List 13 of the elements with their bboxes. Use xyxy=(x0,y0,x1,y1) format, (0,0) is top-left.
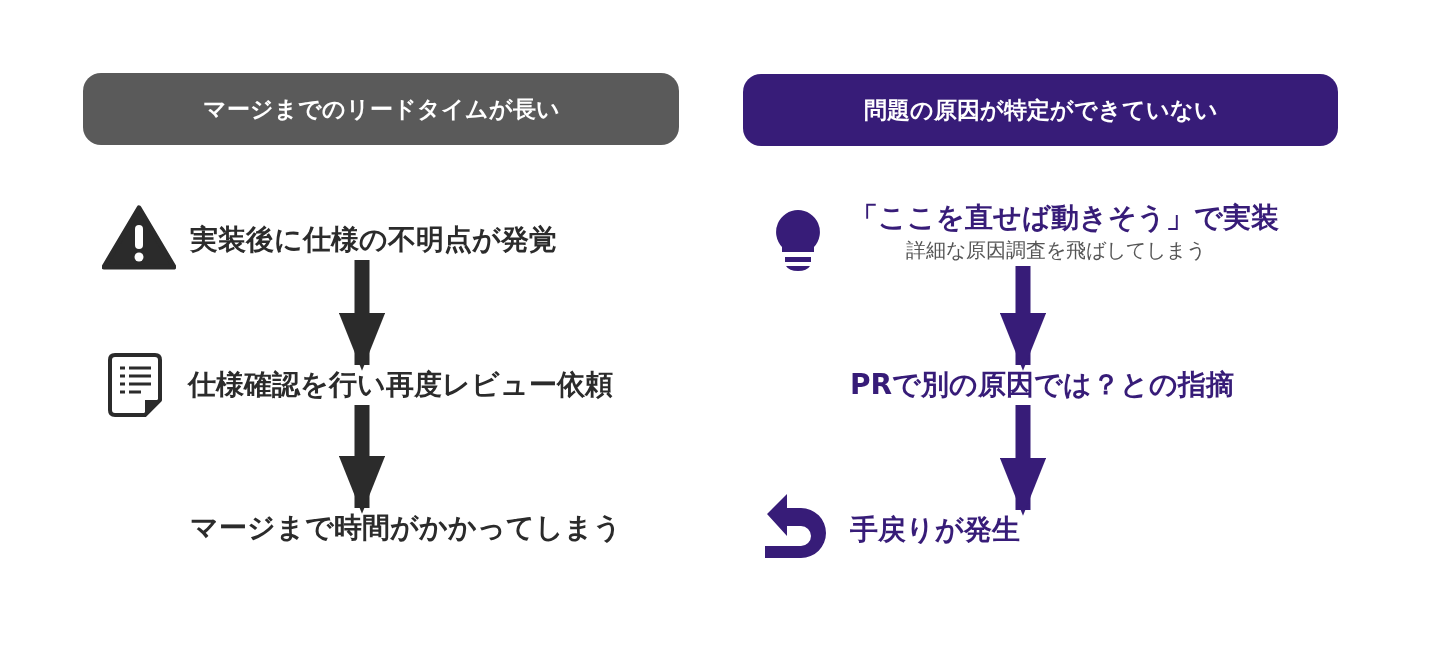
note-text: 詳細な原因調査を飛ばしてしまう xyxy=(906,237,1207,264)
step-text: マージまで時間がかかってしまう xyxy=(190,510,622,546)
step-text: 仕様確認を行い再度レビュー依頼 xyxy=(188,367,613,403)
step-text: PRで別の原因では？との指摘 xyxy=(850,367,1235,403)
header-banner: マージまでのリードタイムが長い xyxy=(83,73,679,145)
step-text: 手戻りが発生 xyxy=(850,512,1020,548)
arrow xyxy=(338,405,386,514)
arrow xyxy=(999,405,1047,516)
arrow xyxy=(338,260,386,371)
step-text: 「ここを直せば動きそう」で実装 xyxy=(850,200,1279,236)
step-text: 実装後に仕様の不明点が発覚 xyxy=(190,222,557,258)
header-banner: 問題の原因が特定ができていない xyxy=(743,74,1338,146)
arrow xyxy=(999,266,1047,371)
